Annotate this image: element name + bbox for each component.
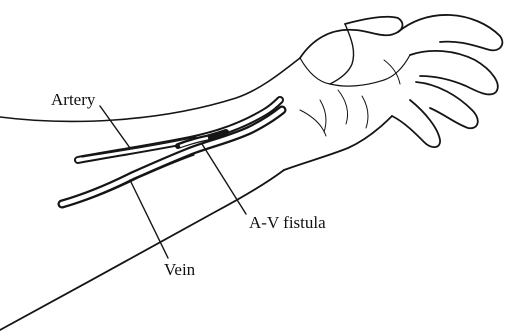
hand-outline	[284, 15, 502, 170]
fistula-leader-line	[202, 144, 246, 214]
forearm-outline	[0, 58, 300, 330]
artery-label: Artery	[51, 91, 95, 108]
vein-leader-line	[130, 180, 168, 258]
artery-leader-line	[100, 106, 130, 148]
vein-label: Vein	[164, 261, 195, 278]
av-fistula-label: A-V fistula	[249, 214, 326, 231]
